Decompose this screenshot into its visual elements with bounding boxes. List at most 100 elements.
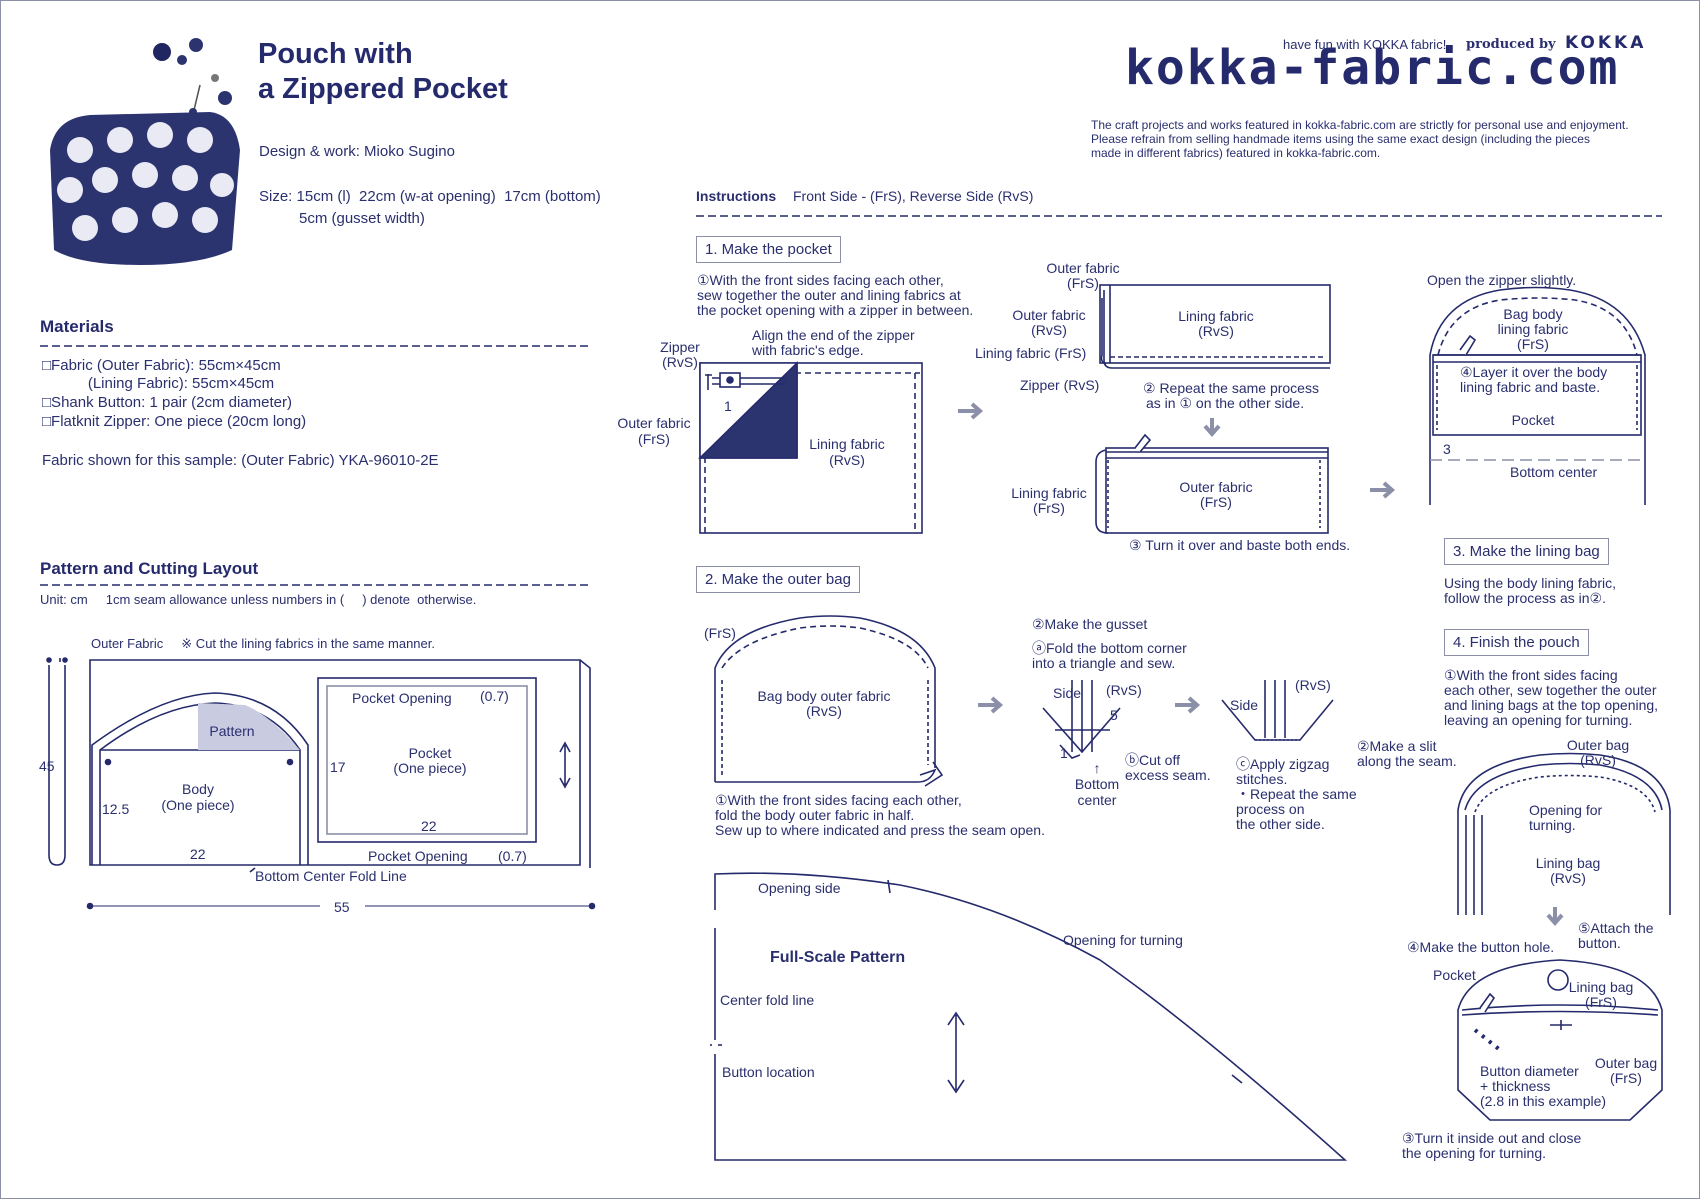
outer-rvs-label-sub: (RvS): [1031, 322, 1067, 338]
pocket-opening-top: Pocket Opening: [352, 690, 452, 706]
zigzag-note: process on: [1236, 801, 1305, 817]
zipper-rvs-label: Zipper (RvS): [1020, 377, 1100, 393]
cut-note: ⓑCut off: [1125, 752, 1180, 768]
button-diameter-note: (2.8 in this example): [1480, 1093, 1607, 1109]
dimension-3: 3: [1443, 441, 1451, 457]
pocket-label-step4: Pocket: [1433, 967, 1476, 983]
step1-diagrams: [698, 284, 1646, 534]
outer-fabric-note: Outer Fabric ※ Cut the lining fabrics in…: [91, 636, 435, 651]
lining-frs-label: Lining fabric (FrS): [975, 345, 1087, 361]
slit-note: along the seam.: [1357, 753, 1457, 769]
zipper-label: Zipper: [660, 339, 700, 355]
button-hole-note: ④Make the button hole.: [1407, 939, 1555, 955]
outer-frs-label: Outer fabric: [1046, 260, 1120, 276]
zigzag-note: the other side.: [1236, 816, 1325, 832]
step3-text: follow the process as in②.: [1444, 590, 1606, 606]
step2-text: Sew up to where indicated and press the …: [715, 822, 1045, 838]
materials-heading: Materials: [40, 317, 114, 336]
button-location-label: Button location: [722, 1064, 815, 1080]
align-note: Align the end of the zipper: [752, 327, 915, 343]
step2-text: ①With the front sides facing each other,: [715, 792, 962, 808]
frs-label: (FrS): [704, 625, 736, 641]
lining-frs2-label-sub: (FrS): [1033, 500, 1065, 516]
align-note: with fabric's edge.: [752, 342, 864, 358]
pouch-photo: [50, 38, 240, 265]
zigzag-note: stitches.: [1236, 771, 1288, 787]
dimension-5: 5: [1110, 707, 1118, 723]
lining-bag-frs-label: Lining bag: [1568, 979, 1634, 995]
lining-bag-rvs-label: Lining bag: [1535, 855, 1601, 871]
layer-note: ④Layer it over the body: [1460, 364, 1608, 380]
outer-bag-rvs-label-sub: (RvS): [1580, 752, 1616, 768]
body-label: Body: [182, 781, 214, 797]
gusset-bottom-center: Bottom: [1074, 776, 1120, 792]
step3-heading: 3. Make the lining bag: [1444, 538, 1609, 565]
outer-fabric-label: Outer fabric: [617, 415, 691, 431]
pocket-label: Pocket: [408, 745, 452, 761]
button-diameter-note: + thickness: [1480, 1078, 1551, 1094]
opening-side-label: Opening side: [758, 880, 841, 896]
step4-heading: 4. Finish the pouch: [1444, 629, 1589, 656]
repeat-note: ② Repeat the same process: [1143, 380, 1319, 396]
body-label-sub: (One piece): [161, 797, 235, 813]
outer-frs-label-sub: (FrS): [1067, 275, 1099, 291]
layout-heading: Pattern and Cutting Layout: [40, 559, 259, 578]
seam-allowance-top: (0.7): [480, 688, 509, 704]
lining-fabric-label-sub: (RvS): [829, 452, 865, 468]
notice-line2: Please refrain from selling handmade ite…: [1091, 132, 1590, 146]
dimension-1: 1: [724, 398, 732, 414]
attach-button-note: button.: [1578, 935, 1621, 951]
step1-heading: 1. Make the pocket: [696, 236, 841, 263]
lining-fabric-label: Lining fabric: [809, 436, 885, 452]
opening-turning-label: Opening for turning: [1063, 932, 1183, 948]
dimension-12-5: 12.5: [102, 801, 130, 817]
rvs-label: (RvS): [1106, 682, 1142, 698]
opening-turning-note: Opening for: [1529, 802, 1603, 818]
dimension-55: 55: [334, 899, 350, 915]
fold-note: ⓐFold the bottom corner: [1032, 640, 1187, 656]
step1-text: the pocket opening with a zipper in betw…: [697, 302, 974, 318]
close-note: ③Turn it inside out and close: [1402, 1130, 1582, 1146]
full-scale-heading: Full-Scale Pattern: [770, 949, 906, 966]
step1-text: ①With the front sides facing each other,: [697, 272, 944, 288]
outer-bag-frs-label: Outer bag: [1594, 1055, 1658, 1071]
side-label: Side: [1053, 685, 1082, 701]
fold-note: into a triangle and sew.: [1032, 655, 1176, 671]
attach-button-note: ⑤Attach the: [1578, 920, 1654, 936]
step4-text: each other, sew together the outer: [1444, 682, 1657, 698]
pocket-opening-bottom: Pocket Opening: [368, 848, 468, 864]
dimension-45: 45: [39, 758, 55, 774]
step2-diagrams: [714, 615, 1334, 787]
fold-line-label: Bottom Center Fold Line: [255, 868, 407, 884]
lining-bag-frs-label-sub: (FrS): [1585, 994, 1617, 1010]
zipper-label-sub: (RvS): [662, 354, 698, 370]
bottom-center-label: Bottom center: [1510, 464, 1598, 480]
repeat-note: as in ① on the other side.: [1146, 395, 1305, 411]
step3-text: Using the body lining fabric,: [1444, 575, 1616, 591]
outer-frs2-label: Outer fabric: [1179, 479, 1253, 495]
opening-turning-note: turning.: [1529, 817, 1576, 833]
dimension-17: 17: [330, 759, 346, 775]
produced-by: produced by: [1466, 37, 1556, 52]
notice-line1: The craft projects and works featured in…: [1091, 118, 1629, 132]
cut-note: excess seam.: [1125, 767, 1211, 783]
button-diameter-note: Button diameter: [1480, 1063, 1579, 1079]
materials-item: □Shank Button: 1 pair (2cm diameter): [42, 394, 293, 411]
zigzag-note: ・Repeat the same: [1236, 786, 1357, 802]
gusset-note: ②Make the gusset: [1032, 616, 1148, 632]
sample-fabric: Fabric shown for this sample: (Outer Fab…: [42, 452, 439, 469]
pocket-label-step1: Pocket: [1511, 412, 1555, 428]
instructions-label: Instructions: [696, 188, 777, 204]
step4-text: ①With the front sides facing: [1444, 667, 1618, 683]
bag-body-outer-label: Bag body outer fabric: [757, 688, 891, 704]
outer-fabric-label-sub: (FrS): [638, 431, 670, 447]
pocket-label-sub: (One piece): [393, 760, 467, 776]
page-title-line1: Pouch with: [258, 38, 413, 70]
lining-bag-rvs-label-sub: (RvS): [1550, 870, 1586, 886]
page-title-line2: a Zippered Pocket: [258, 73, 508, 105]
materials-item: □Flatknit Zipper: One piece (20cm long): [42, 413, 307, 430]
close-note: the opening for turning.: [1402, 1145, 1546, 1161]
seam-allowance-bottom: (0.7): [498, 848, 527, 864]
brand-name: KOKKA: [1565, 33, 1647, 53]
